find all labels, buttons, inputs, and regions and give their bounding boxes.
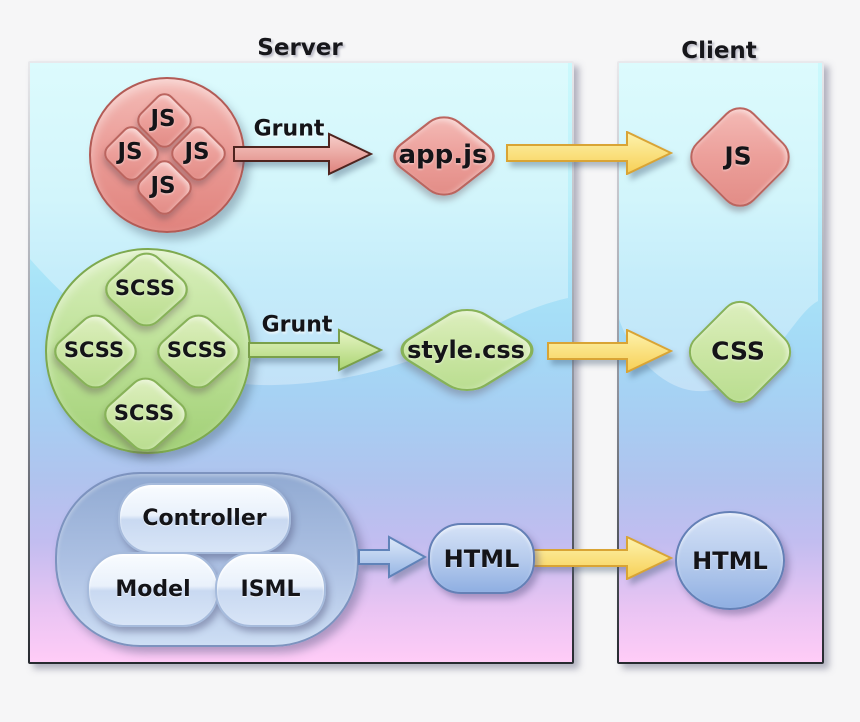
js-source-label-top: JS — [150, 106, 176, 132]
client-column-title: Client — [681, 38, 757, 64]
scss-source-label-right: SCSS — [166, 338, 228, 362]
transfer-arrow-js-icon — [506, 131, 673, 175]
html-output-label: HTML — [443, 544, 520, 573]
model-label: Model — [115, 577, 191, 602]
scss-source-label-top: SCSS — [114, 276, 176, 300]
client-js-label: JS — [724, 141, 752, 171]
scss-source-label-bottom: SCSS — [113, 401, 175, 425]
scss-source-label-left: SCSS — [63, 338, 125, 362]
grunt-build-arrow-js-icon — [233, 132, 373, 176]
grunt-build-arrow-scss-icon — [248, 328, 383, 372]
transfer-arrow-css-icon — [547, 329, 673, 373]
isml-label: ISML — [240, 577, 301, 602]
js-source-label-bottom: JS — [150, 173, 176, 199]
client-html-node: HTML — [675, 511, 785, 610]
grunt-process-label-js: Grunt — [253, 116, 325, 142]
controller-pill: Controller — [118, 483, 291, 554]
html-output-node: HTML — [428, 523, 535, 594]
render-arrow-html-icon — [358, 535, 427, 579]
transfer-arrow-html-icon — [531, 536, 673, 580]
js-source-label-left: JS — [117, 139, 143, 165]
client-html-label: HTML — [692, 546, 768, 575]
controller-label: Controller — [142, 506, 267, 531]
model-pill: Model — [87, 552, 219, 627]
grunt-process-label-scss: Grunt — [261, 312, 333, 338]
client-css-label: CSS — [711, 336, 765, 366]
js-source-label-right: JS — [184, 139, 210, 165]
appjs-output-label: app.js — [398, 140, 488, 170]
stylecss-output-label: style.css — [407, 336, 525, 364]
server-column-title: Server — [257, 35, 343, 61]
isml-pill: ISML — [215, 552, 326, 627]
